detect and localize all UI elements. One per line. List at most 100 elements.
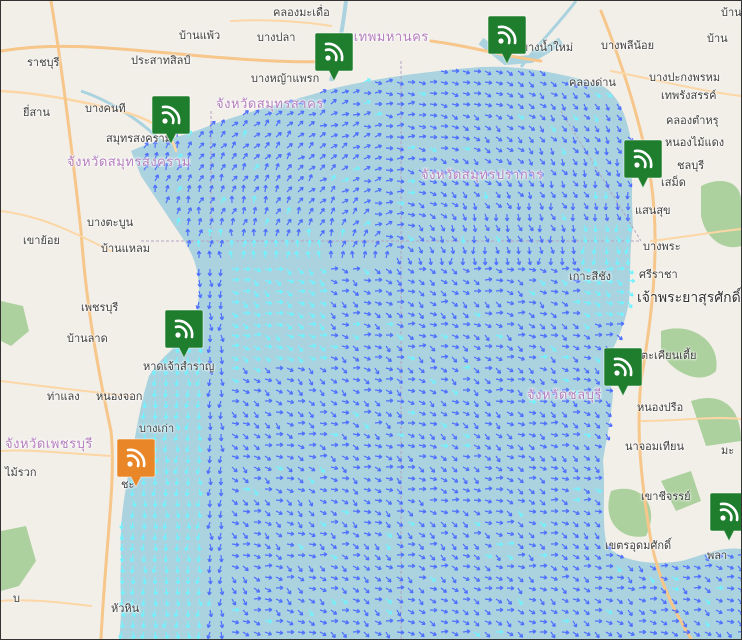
current-vector xyxy=(605,114,611,122)
map-marker-samut-songkhram[interactable] xyxy=(151,94,191,146)
current-vector xyxy=(572,620,578,628)
current-vector xyxy=(187,151,192,160)
current-vector xyxy=(374,277,383,283)
current-vector xyxy=(473,510,481,516)
current-vector xyxy=(162,499,167,508)
current-vector xyxy=(341,142,348,149)
current-vector xyxy=(451,378,457,386)
current-vector xyxy=(253,543,262,548)
current-vector xyxy=(264,510,271,517)
current-vector xyxy=(451,356,458,363)
current-vector xyxy=(550,224,556,232)
current-vector xyxy=(129,510,135,519)
current-vector xyxy=(253,109,260,116)
current-vector xyxy=(594,114,599,123)
current-vector xyxy=(506,235,511,243)
current-vector xyxy=(506,354,515,359)
current-vector xyxy=(451,213,457,221)
current-vector xyxy=(672,618,680,624)
current-vector xyxy=(660,607,669,613)
current-vector xyxy=(209,143,217,149)
current-vector xyxy=(319,279,325,287)
current-vector xyxy=(407,376,416,382)
map-marker-sattahip[interactable] xyxy=(603,346,643,398)
current-vector xyxy=(407,388,416,394)
current-vector xyxy=(495,422,501,430)
current-vector xyxy=(396,147,405,152)
map-marker-bangkok[interactable] xyxy=(487,14,527,66)
current-vector xyxy=(363,464,372,469)
current-vector xyxy=(185,533,191,541)
current-vector xyxy=(385,220,393,226)
current-vector xyxy=(561,323,568,330)
current-vector xyxy=(495,125,501,133)
current-vector xyxy=(186,554,192,563)
current-vector xyxy=(594,398,603,404)
current-vector xyxy=(231,299,240,305)
current-vector xyxy=(253,132,261,138)
current-vector xyxy=(450,246,456,255)
current-vector xyxy=(308,99,316,105)
current-vector xyxy=(482,246,488,255)
current-vector xyxy=(206,488,211,497)
current-vector xyxy=(605,552,614,558)
current-vector xyxy=(385,91,394,97)
current-vector xyxy=(141,488,147,497)
current-vector xyxy=(231,175,238,182)
current-vector xyxy=(550,420,559,425)
current-vector xyxy=(363,499,371,505)
map-marker-phetchaburi[interactable] xyxy=(164,308,204,360)
current-vector xyxy=(308,165,316,171)
current-vector xyxy=(396,521,404,527)
current-vector xyxy=(440,629,449,634)
current-vector xyxy=(253,564,262,570)
current-vector xyxy=(242,310,251,316)
current-vector xyxy=(341,334,349,339)
map-marker-samut-sakhon[interactable] xyxy=(314,31,354,83)
current-vector xyxy=(286,620,294,626)
current-vector xyxy=(196,587,201,596)
current-vector xyxy=(363,111,371,116)
current-vector xyxy=(583,620,590,627)
current-vector xyxy=(704,563,713,568)
current-vector xyxy=(162,433,167,442)
map-marker-east-edge[interactable] xyxy=(709,491,741,543)
current-vector xyxy=(330,455,336,463)
current-vector xyxy=(440,389,449,394)
current-vector xyxy=(396,334,404,340)
current-vector xyxy=(242,277,251,283)
current-vector xyxy=(495,235,501,243)
current-vector xyxy=(163,389,168,398)
current-vector xyxy=(363,620,369,628)
current-vector xyxy=(572,333,581,338)
current-vector xyxy=(185,477,191,486)
current-vector xyxy=(352,228,357,237)
current-vector xyxy=(561,81,569,86)
current-vector xyxy=(440,587,448,593)
current-vector xyxy=(407,510,414,517)
current-vector xyxy=(616,279,623,286)
current-vector xyxy=(341,576,349,581)
current-vector xyxy=(638,576,646,581)
map-marker-cha-am[interactable] xyxy=(116,437,156,489)
current-vector xyxy=(418,389,426,394)
current-vector xyxy=(605,543,612,550)
current-vector xyxy=(253,531,262,536)
current-vector xyxy=(561,387,570,393)
current-vector xyxy=(495,224,501,232)
current-vector xyxy=(286,510,294,516)
current-vector xyxy=(154,151,159,160)
current-vector xyxy=(550,367,556,375)
map-marker-chonburi[interactable] xyxy=(623,138,663,190)
current-vector xyxy=(253,174,259,182)
current-vector xyxy=(451,367,459,373)
current-vector xyxy=(506,321,515,327)
current-vector xyxy=(605,422,613,427)
current-vector xyxy=(242,378,250,383)
current-vector xyxy=(550,103,556,111)
current-vector xyxy=(297,521,303,529)
current-vector xyxy=(374,498,383,503)
current-vector xyxy=(418,466,425,473)
current-vector xyxy=(385,177,394,183)
